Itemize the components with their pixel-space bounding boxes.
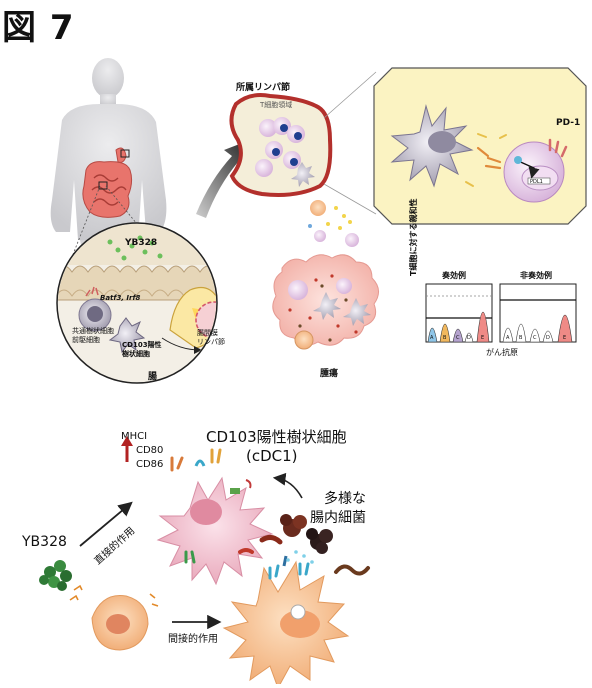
- node-sublabel: T細胞領域: [260, 101, 293, 109]
- peak-e: [476, 311, 490, 343]
- tumor-label: 腫瘍: [320, 369, 339, 379]
- lymph-node: [229, 93, 333, 197]
- direct-arrow: [79, 501, 133, 547]
- migration-arrow: [196, 140, 250, 218]
- nonresponder-title: 非奏効例: [520, 271, 552, 280]
- chart-xlabel: がん抗原: [486, 348, 518, 357]
- microbe-label-2: 腸内細菌: [310, 510, 366, 526]
- peak-letter-responder-b: B: [443, 335, 447, 341]
- peak-letter-nonresponder-b: B: [519, 335, 523, 341]
- peak-letter-nonresponder-d: D: [546, 335, 550, 341]
- nonresponder-panel: [499, 283, 577, 343]
- gut-microbes: [238, 514, 370, 576]
- yb328-label-bottom: YB328: [22, 534, 67, 550]
- yb328-label-top: YB328: [125, 238, 158, 248]
- peak-letter-nonresponder-a: A: [506, 335, 510, 341]
- responder-title: 奏効例: [442, 271, 466, 280]
- peak-letter-nonresponder-e: E: [563, 335, 567, 341]
- zoom-lines-2: [323, 71, 377, 215]
- chart-ylabel: T細胞に対する親和性: [409, 198, 418, 276]
- peak-letter-nonresponder-c: C: [533, 335, 537, 341]
- peak-letter-responder-c: C: [456, 335, 460, 341]
- gut-label: 腸: [148, 372, 158, 382]
- pdl1-label: PDL1: [530, 179, 543, 185]
- responder-panel: [425, 283, 493, 343]
- pd1-label: PD-1: [556, 118, 581, 128]
- migrating-cells: [308, 200, 359, 247]
- precursor-label-2: 前駆細胞: [72, 336, 100, 344]
- microbe-label-1: 多様な: [324, 491, 366, 507]
- cd103-label-2: 樹状細胞: [122, 350, 150, 358]
- peak-a: [427, 327, 438, 343]
- peak-b: [439, 323, 451, 343]
- dc-title-2: (cDC1): [246, 447, 298, 465]
- microbe-arrow: [272, 472, 303, 499]
- peak-d: [464, 332, 474, 343]
- precursor-label-1: 共通樹状細胞: [72, 327, 114, 335]
- node-label: 所属リンパ節: [236, 83, 291, 93]
- peak-letter-responder-d: D: [467, 335, 471, 341]
- mesenteric-label-1: 腸間膜: [197, 329, 218, 337]
- marker-cd86: CD86: [136, 459, 164, 470]
- peak-c: [452, 328, 464, 343]
- mesenteric-label-2: リンパ節: [197, 338, 225, 346]
- tumor: [272, 254, 379, 350]
- synapse-zoom-panel: [373, 67, 587, 225]
- yb328-cluster: [39, 560, 83, 601]
- figure-title: 図 7: [2, 8, 75, 48]
- peak-letter-responder-a: A: [430, 335, 434, 341]
- indirect-label: 間接的作用: [168, 634, 218, 645]
- intestine-organ: [82, 147, 133, 218]
- marker-cd80: CD80: [136, 445, 164, 456]
- cdc1-cell: [156, 448, 274, 586]
- activated-dc-cell: [222, 555, 350, 688]
- marker-mhci: MHCI: [121, 431, 148, 442]
- cd103-label-1: CD103陽性: [122, 341, 162, 349]
- genes-label: Batf3, Irf8: [100, 294, 141, 302]
- affinity-chart: [425, 283, 577, 343]
- dc-title-1: CD103陽性樹状細胞: [206, 428, 347, 446]
- precursor-cell: [91, 593, 159, 651]
- peak-letter-responder-e: E: [481, 335, 485, 341]
